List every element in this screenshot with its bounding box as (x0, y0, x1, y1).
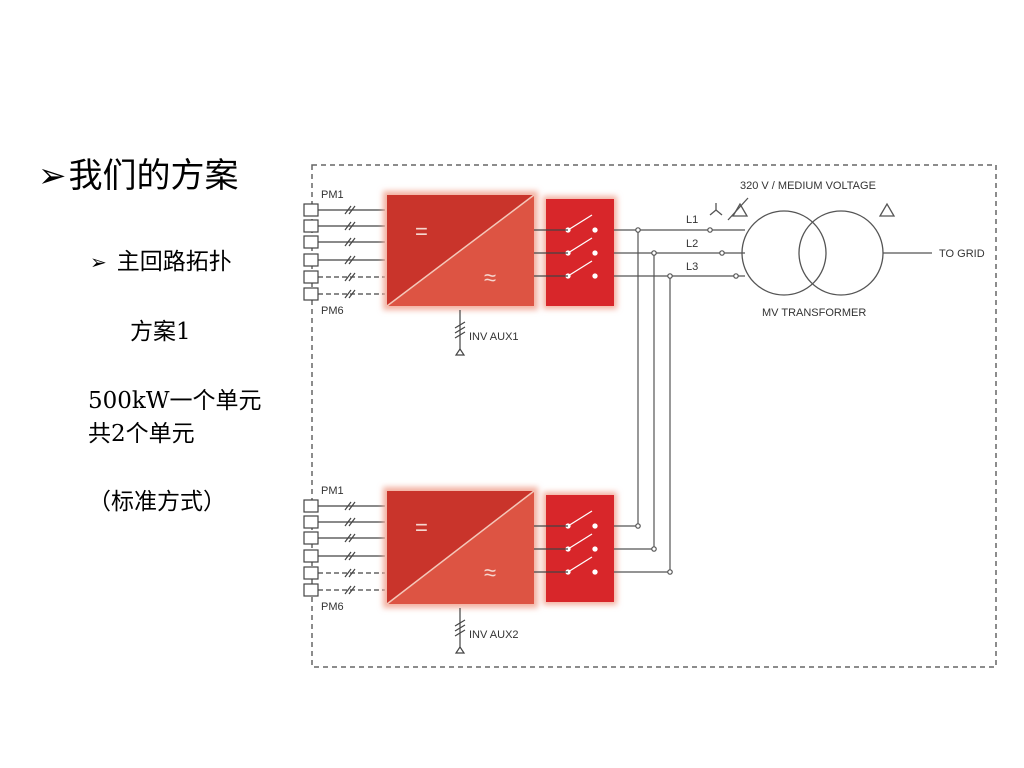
unit1-ac-icon: ≈ (484, 265, 496, 290)
diagram-frame (311, 164, 997, 668)
grid-label: TO GRID (939, 248, 985, 260)
wye-symbol-icon (709, 203, 723, 216)
delta-symbol-icon (727, 197, 749, 221)
unit-2: PM1 PM6 = ≈ (303, 485, 617, 654)
unit2-pm6-label: PM6 (321, 601, 344, 613)
unit2-pm1-label: PM1 (321, 485, 344, 497)
title-text: 我们的方案 (68, 156, 239, 196)
standard-note: （标准方式） (88, 489, 226, 515)
phase-l3-label: L3 (686, 261, 698, 273)
plan-label: 方案1 (130, 319, 191, 345)
grid-delta-icon (878, 202, 896, 217)
phase-l1-label: L1 (686, 214, 698, 226)
bullet-item: ➢ 主回路拓扑 (90, 242, 232, 276)
unit2-pv-inputs (303, 499, 319, 597)
unit2-ac-icon: ≈ (484, 560, 496, 585)
unit1-aux-label: INV AUX1 (469, 331, 519, 343)
ac-bus (614, 227, 745, 575)
phase-l2-label: L2 (686, 238, 698, 250)
slide-title: ➢我们的方案 (38, 148, 239, 197)
unit1-pv-inputs (303, 203, 319, 301)
bullet-arrow-icon: ➢ (90, 250, 107, 274)
unit1-dc-icon: = (415, 219, 428, 244)
unit1-pm1-label: PM1 (321, 189, 344, 201)
transformer-label: MV TRANSFORMER (762, 307, 866, 319)
voltage-label: 320 V / MEDIUM VOLTAGE (740, 180, 876, 192)
mv-transformer (741, 210, 932, 296)
bullet-text: 主回路拓扑 (116, 249, 232, 275)
unit2-aux-label: INV AUX2 (469, 629, 519, 641)
unit-1: PM1 PM6 = ≈ (303, 189, 617, 356)
unit2-dc-icon: = (415, 515, 428, 540)
unit-capacity-text: 500kW一个单元 (88, 388, 262, 414)
unit-count-text: 共2个单元 (88, 421, 195, 447)
unit1-pm6-label: PM6 (321, 305, 344, 317)
title-arrow-icon: ➢ (38, 156, 67, 196)
